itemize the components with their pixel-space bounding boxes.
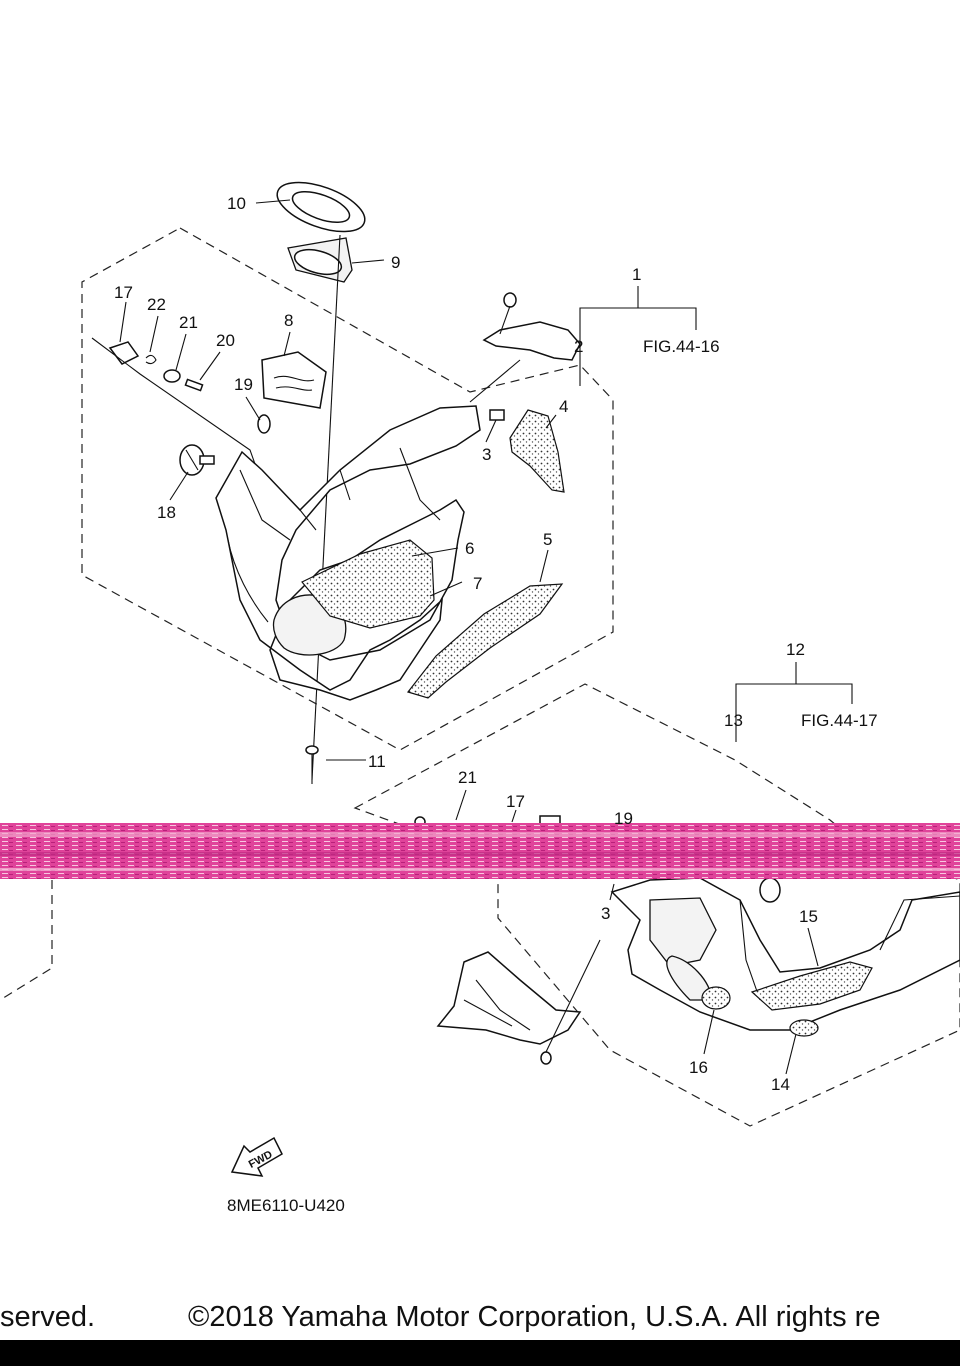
bottom-bar [0, 1340, 960, 1366]
label-17-upper: 17 [114, 283, 133, 302]
label-19-lower: 19 [614, 809, 633, 828]
label-13: 13 [724, 711, 743, 730]
label-3-lower: 3 [601, 904, 610, 923]
ref-fig-44-16: FIG.44-16 [643, 337, 720, 356]
upper-assembly-boundary [81, 227, 614, 751]
label-21-lower: 21 [458, 768, 477, 787]
part-21-washer [163, 369, 181, 383]
label-3-upper: 3 [482, 445, 491, 464]
label-19-upper: 19 [234, 375, 253, 394]
part-4-pad [509, 409, 565, 493]
label-5: 5 [543, 530, 552, 549]
part-17-clip [108, 341, 140, 365]
part-11-bolt [305, 745, 319, 784]
label-20: 20 [216, 331, 235, 350]
ref-fig-44-17: FIG.44-17 [801, 711, 878, 730]
upper-cowl-body [215, 405, 481, 701]
part-2-bracket [482, 292, 581, 361]
part-3-clip-upper [489, 409, 505, 421]
part-16-pad [701, 986, 731, 1010]
lower-cowl-body [610, 877, 960, 1031]
part-15-pad [750, 961, 873, 1011]
left-assembly-boundary-fragment [0, 880, 53, 1001]
label-2: 2 [574, 337, 583, 356]
part-20-screw [184, 378, 204, 392]
label-18: 18 [157, 503, 176, 522]
label-6: 6 [465, 539, 474, 558]
label-4: 4 [559, 397, 568, 416]
label-8: 8 [284, 311, 293, 330]
lower-bracket [436, 951, 582, 1065]
footer-copyright: ©2018 Yamaha Motor Corporation, U.S.A. A… [188, 1301, 880, 1333]
label-9: 9 [391, 253, 400, 272]
fwd-arrow-icon: FWD [230, 1136, 283, 1177]
part-22-spring [145, 354, 157, 365]
part-8-sheet [261, 351, 327, 409]
label-10: 10 [227, 194, 246, 213]
label-15: 15 [799, 907, 818, 926]
part-5-strip [406, 583, 564, 699]
part-10-ring [276, 181, 366, 233]
part-14-pad [789, 1019, 819, 1037]
label-21-upper: 21 [179, 313, 198, 332]
part-18-knob [179, 444, 215, 476]
part-9-holder [287, 237, 353, 283]
label-12: 12 [786, 640, 805, 659]
ref-bracket-lower [735, 683, 853, 742]
part-19-grommet [257, 414, 271, 434]
label-14: 14 [771, 1075, 790, 1094]
label-17-lower: 17 [506, 792, 525, 811]
part-6-pad [301, 539, 435, 629]
footer-left-text: served. [0, 1301, 95, 1333]
label-7: 7 [473, 574, 482, 593]
diagram-code: 8ME6110-U420 [227, 1196, 345, 1215]
label-16: 16 [689, 1058, 708, 1077]
label-11: 11 [368, 752, 386, 771]
label-1: 1 [632, 265, 641, 284]
label-22: 22 [147, 295, 166, 314]
